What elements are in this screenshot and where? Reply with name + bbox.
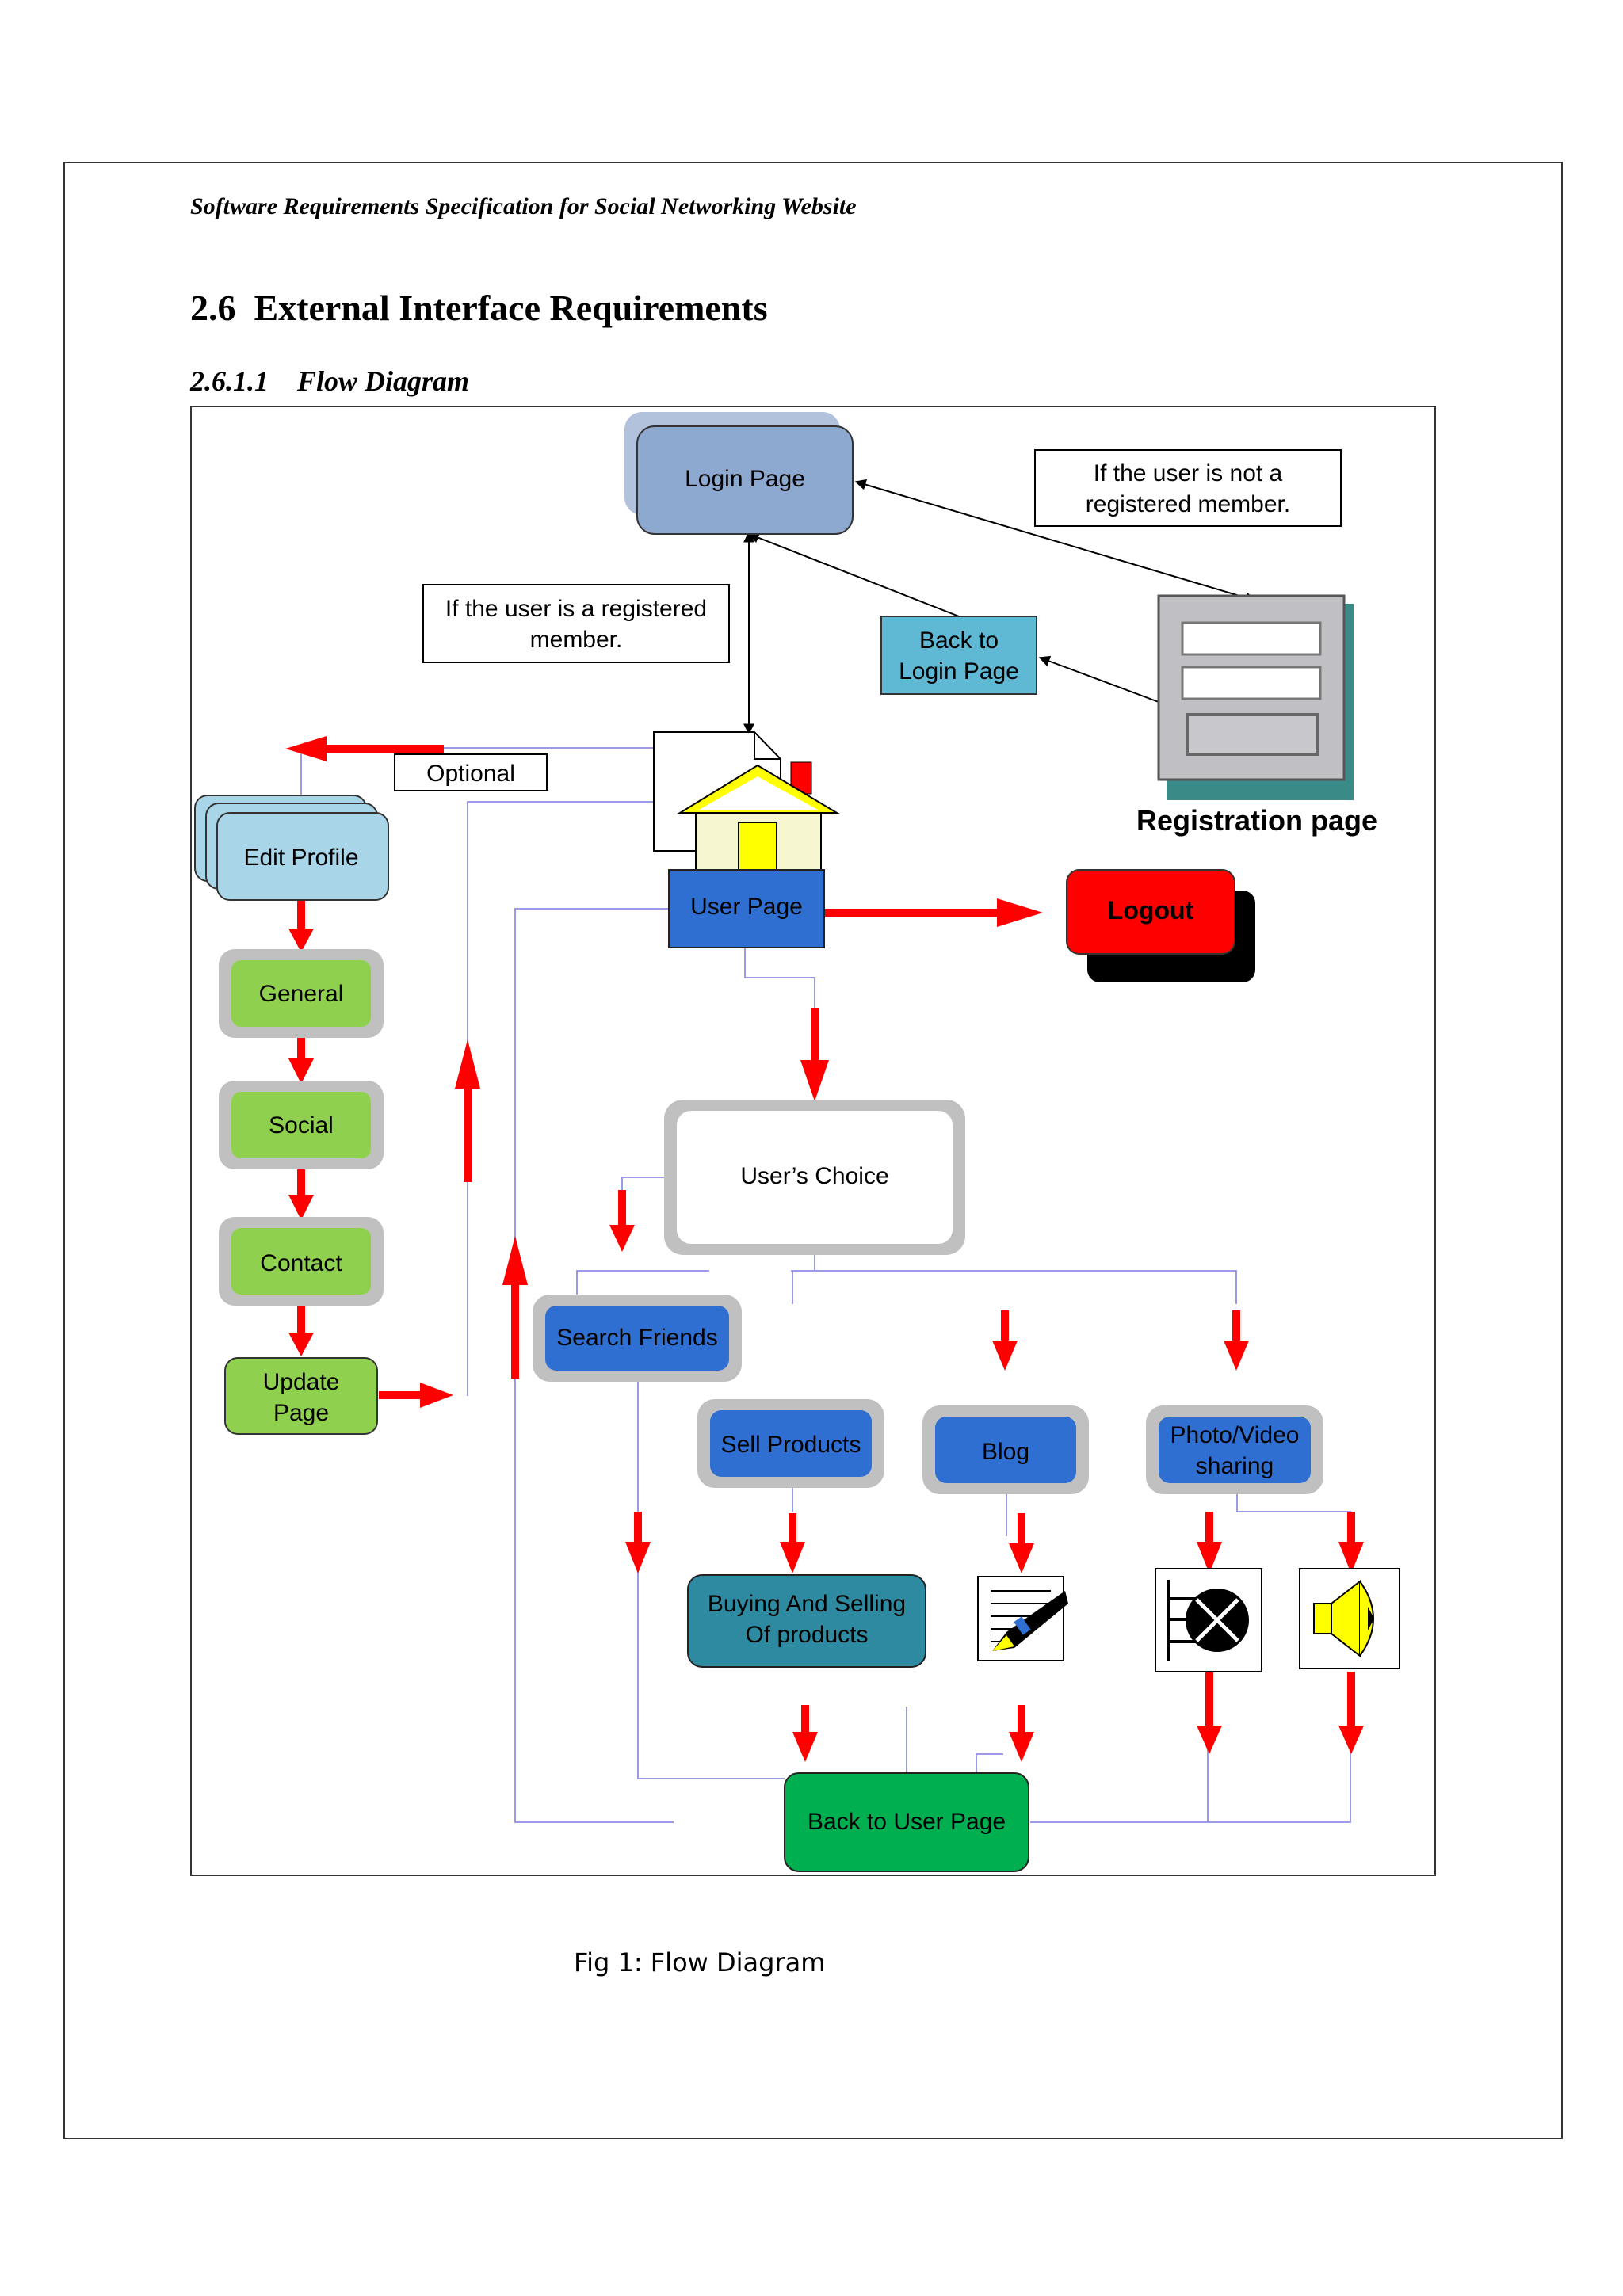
user-page-label: User Page xyxy=(690,894,803,920)
sell-products-node: Sell Products xyxy=(697,1399,884,1488)
note-registered-line2: member. xyxy=(530,627,623,653)
blog-node: Blog xyxy=(922,1405,1089,1494)
blog-pen-icon xyxy=(977,1576,1068,1661)
registration-form-icon xyxy=(1157,594,1354,800)
search-friends-node: Search Friends xyxy=(533,1295,742,1382)
note-not-registered: If the user is not a registered member. xyxy=(1034,449,1342,527)
speaker-icon xyxy=(1299,1568,1400,1669)
general-node: General xyxy=(219,949,384,1038)
logout-label: Logout xyxy=(1108,896,1194,925)
contact-node: Contact xyxy=(219,1217,384,1306)
back-to-login-node: Back to Login Page xyxy=(880,616,1037,695)
contact-label: Contact xyxy=(260,1250,342,1276)
subsection-number: 2.6.1.1 xyxy=(190,365,269,397)
update-page-line1: Update xyxy=(263,1369,340,1395)
edit-profile-label: Edit Profile xyxy=(243,845,358,871)
buying-selling-node: Buying And Selling Of products xyxy=(687,1574,926,1668)
optional-label-box: Optional xyxy=(394,753,548,791)
note-registered: If the user is a registered member. xyxy=(422,584,730,663)
back-to-user-page-node: Back to User Page xyxy=(784,1772,1029,1872)
photo-video-line1: Photo/Video xyxy=(1170,1422,1300,1448)
back-to-login-line1: Back to xyxy=(919,627,999,654)
users-choice-label: User’s Choice xyxy=(740,1163,888,1189)
logout-node: Logout xyxy=(1066,869,1255,982)
subsection-title: Flow Diagram xyxy=(297,365,470,397)
login-arrows xyxy=(743,479,1257,735)
page-border xyxy=(63,162,1563,2139)
back-to-user-page-label: Back to User Page xyxy=(808,1809,1006,1835)
login-page-label: Login Page xyxy=(685,466,805,492)
social-label: Social xyxy=(269,1112,334,1138)
users-choice-node: User’s Choice xyxy=(664,1100,965,1255)
social-node: Social xyxy=(219,1081,384,1169)
sell-products-label: Sell Products xyxy=(721,1432,861,1458)
note-registered-line1: If the user is a registered xyxy=(445,596,707,622)
update-page-line2: Page xyxy=(273,1400,329,1426)
photo-video-node: Photo/Video sharing xyxy=(1146,1405,1323,1494)
note-not-registered-line1: If the user is not a xyxy=(1094,460,1283,486)
buying-selling-line2: Of products xyxy=(745,1622,868,1648)
login-page-node: Login Page xyxy=(624,412,854,535)
note-not-registered-line2: registered member. xyxy=(1086,491,1290,517)
section-heading: 2.6 External Interface Requirements xyxy=(190,287,768,329)
update-page-node: Update Page xyxy=(224,1357,378,1435)
edit-profile-node: Edit Profile xyxy=(194,795,389,901)
back-to-login-line2: Login Page xyxy=(899,658,1019,685)
buying-selling-line1: Buying And Selling xyxy=(708,1591,906,1617)
search-friends-label: Search Friends xyxy=(556,1325,717,1351)
photo-video-line2: sharing xyxy=(1196,1453,1274,1479)
subsection-heading: 2.6.1.1 Flow Diagram xyxy=(190,364,469,398)
user-page-node: User Page xyxy=(668,869,825,948)
section-number: 2.6 xyxy=(190,288,236,328)
video-reel-icon xyxy=(1155,1568,1262,1672)
section-title: External Interface Requirements xyxy=(254,288,768,328)
blog-label: Blog xyxy=(982,1439,1029,1465)
optional-label: Optional xyxy=(426,761,515,787)
flow-diagram: Login Page If the user is not a register… xyxy=(190,406,1436,1876)
registration-page-label: Registration page xyxy=(1136,804,1377,837)
document-header: Software Requirements Specification for … xyxy=(190,193,857,219)
general-label: General xyxy=(259,981,344,1007)
figure-caption: Fig 1: Flow Diagram xyxy=(574,1947,826,1978)
